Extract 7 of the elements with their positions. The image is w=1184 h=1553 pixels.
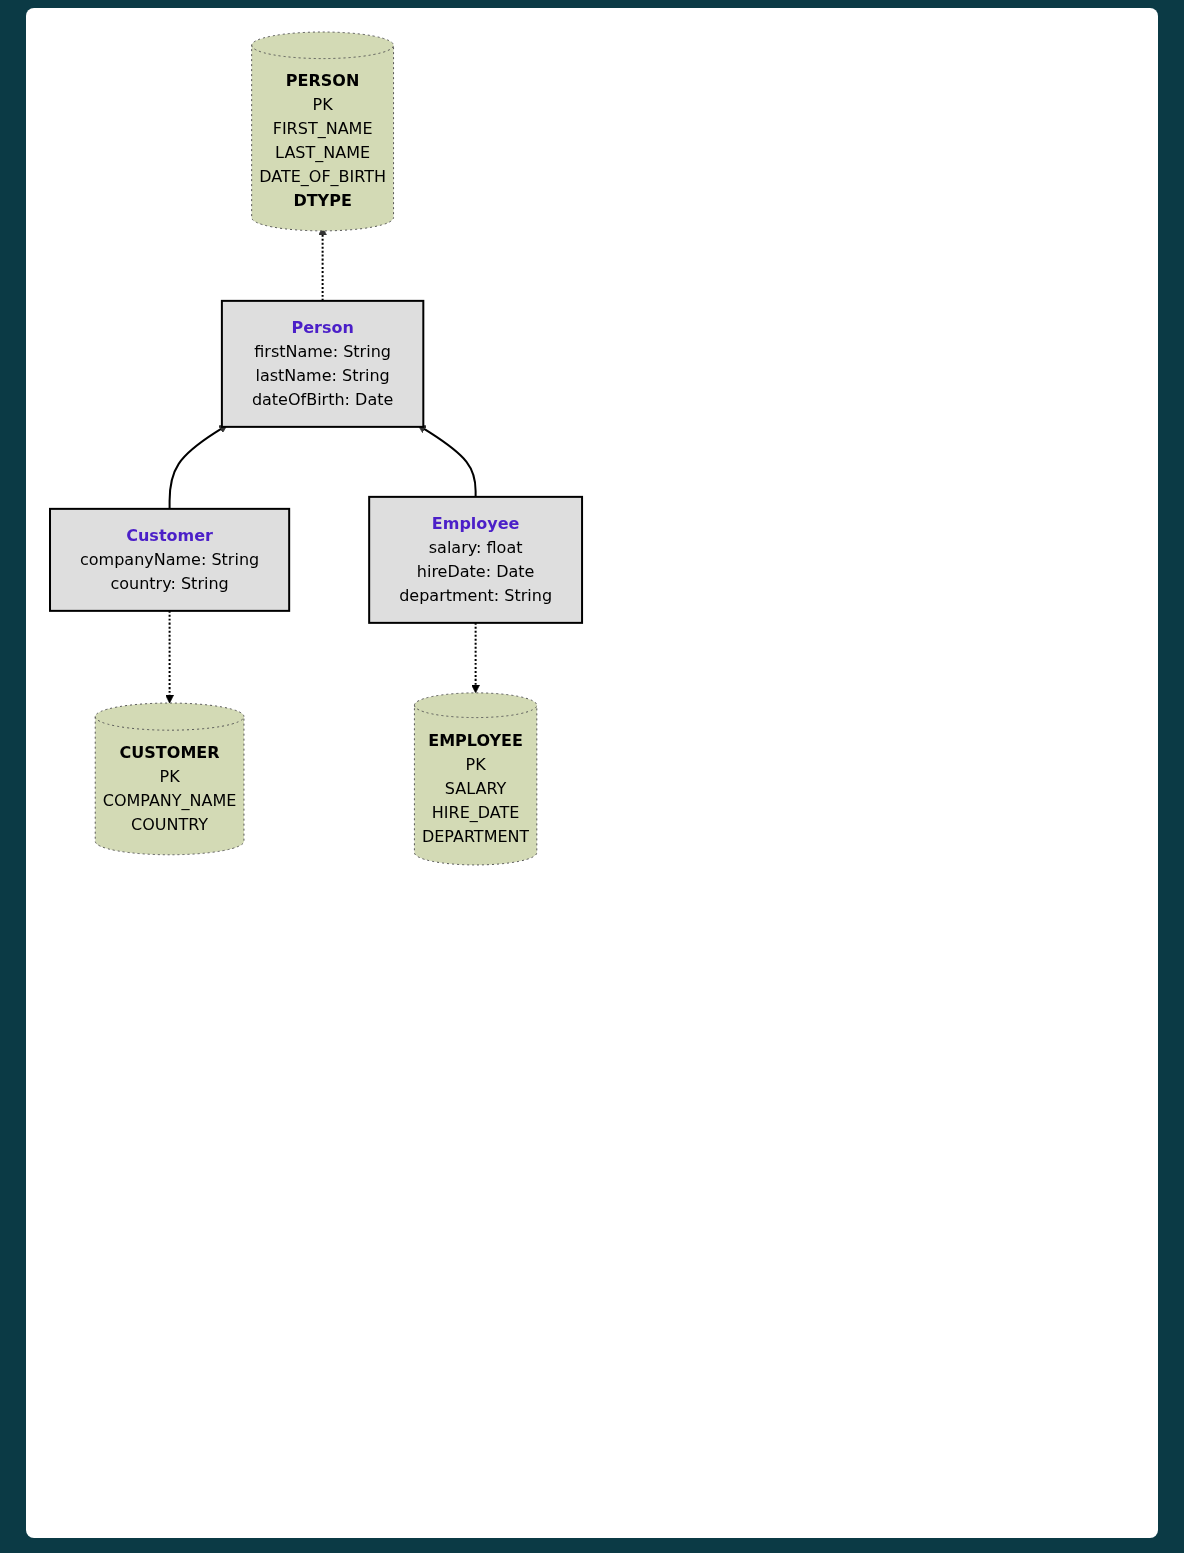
node-box: Employee salary: float hireDate: Date department: String — [368, 495, 584, 624]
node-box: Person firstName: String lastName: String dateOfBirth: Date — [220, 299, 425, 428]
arrow — [165, 609, 174, 704]
node-box: Customer companyName: String country: String — [49, 507, 291, 612]
arrow — [471, 621, 480, 694]
arrow — [417, 424, 477, 498]
arrow — [168, 424, 228, 510]
